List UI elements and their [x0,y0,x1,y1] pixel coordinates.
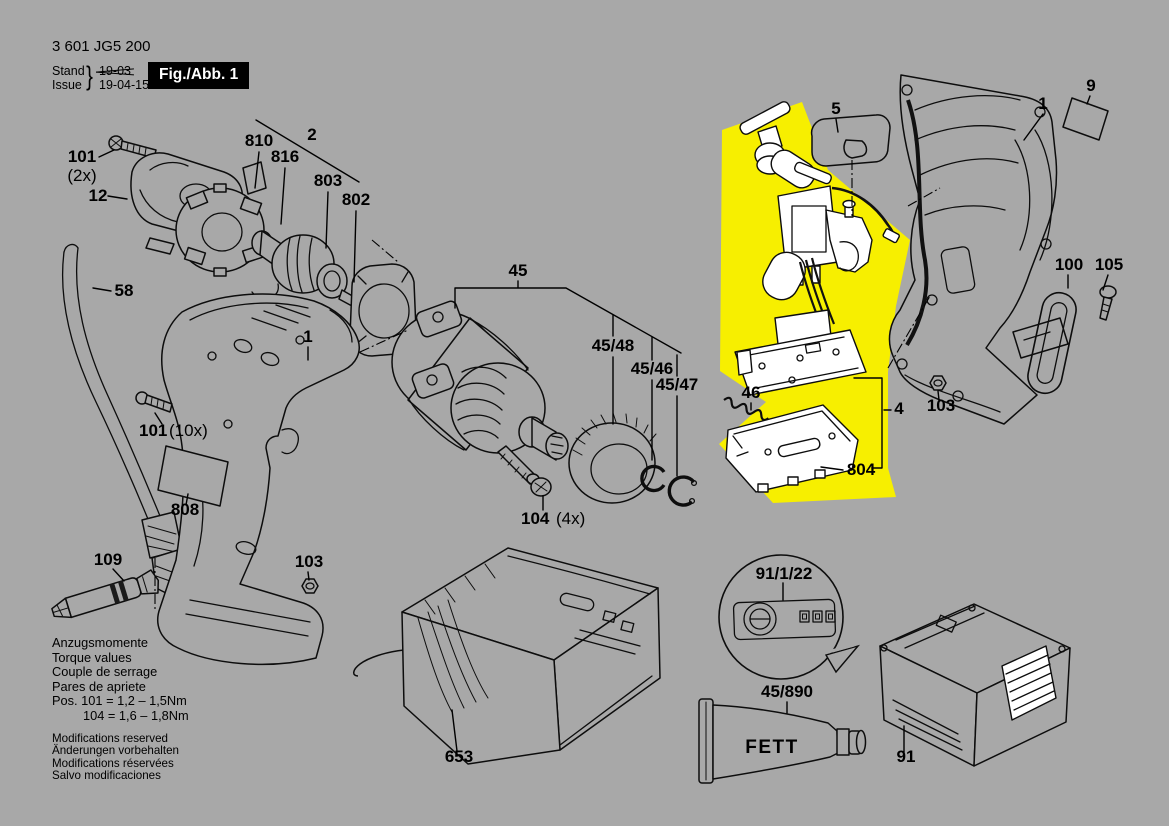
belt-clip-100 [1012,291,1077,395]
part-label-9: 9 [1086,76,1095,95]
part-label-2: 2 [307,125,316,144]
torque-note-line: Torque values [52,649,132,665]
leader-lines [92,95,1109,753]
modifications-line: Änderungen vorbehalten [52,744,179,758]
part-label-100: 100 [1055,255,1083,274]
screw-105 [1099,285,1117,321]
part-label-4: 4 [894,399,904,418]
part-label-810: 810 [245,131,273,150]
spring-46 [723,396,770,422]
part-label-58: 58 [115,281,134,300]
revision-dates: 19-03 19-04-15 [99,64,149,92]
document-part-number: 3 601 JG5 200 [52,38,151,55]
sticker-5 [810,114,891,167]
part-label-1-left: 1 [303,327,312,346]
part-labels: 810 816 2 803 802 101 (2x) 12 58 1 101 (… [67,76,1123,766]
part-label-45: 45 [509,261,528,280]
nut-103-right [929,375,947,391]
part-label-104: 104 [521,509,550,528]
revision-block: Stand Issue [52,64,85,92]
torque-note-line: Pares de apriete [52,678,146,694]
part-label-45-46: 45/46 [631,359,674,378]
modifications-line: Modifications réservées [52,756,174,770]
part-label-103-left: 103 [295,552,323,571]
armature-803 [251,230,357,307]
notes-block: Anzugsmomente Torque values Couple de se… [52,635,189,783]
part-label-5: 5 [831,99,840,118]
torque-value-line: Pos. 101 = 1,2 – 1,5Nm [52,693,187,709]
part-label-91: 91 [897,747,916,766]
part-label-104-qty: (4x) [556,509,585,528]
nut-103-left [301,578,319,594]
part-label-91-1-22: 91/1/22 [756,564,813,583]
part-label-1-right: 1 [1038,94,1047,113]
c-clip-45-46 [640,464,666,493]
screw-101-10x [135,391,173,413]
screw-101-2x [108,135,157,159]
housing-half-1 [888,74,1058,425]
part-label-45-48: 45/48 [592,336,635,355]
part-label-103-right: 103 [927,396,955,415]
torque-note-line: Couple de serrage [52,664,158,680]
torque-value-line: 104 = 1,6 – 1,8Nm [83,707,189,723]
modifications-line: Modifications reserved [52,731,168,745]
part-label-808: 808 [171,500,199,519]
issue-label: Issue [52,78,82,92]
screw-104-4x [497,445,552,497]
part-label-109: 109 [94,550,122,569]
issue-date: 19-04-15 [99,78,150,92]
stand-label: Stand [52,64,85,78]
part-label-802: 802 [342,190,370,209]
revision-brace: } [86,61,93,91]
battery-91 [879,603,1071,767]
part-label-803: 803 [314,171,342,190]
grease-tube-text: FETT [745,737,799,758]
highlight-region [719,102,910,503]
part-label-653: 653 [445,747,473,766]
part-label-45-47: 45/47 [656,375,699,394]
part-label-46: 46 [742,383,761,402]
sticker-9 [1062,97,1109,141]
detail-callout-91-1-22 [718,554,861,680]
nameplate-808 [157,445,229,507]
snap-ring-45-47 [667,475,698,507]
part-label-105: 105 [1095,255,1123,274]
grease-tube-45-890 [698,698,867,784]
figure-badge: Fig./Abb. 1 [148,62,250,89]
driver-bit-109 [51,569,160,619]
part-label-101b: 101 [139,421,167,440]
gearbox-45 [391,300,569,461]
part-label-45-890: 45/890 [761,682,813,701]
charger-653 [353,547,661,765]
brush-plate-810 [242,161,267,195]
torque-note-line: Anzugsmomente [52,635,149,650]
modifications-line: Salvo modificaciones [52,769,161,783]
part-label-816: 816 [271,147,299,166]
part-label-101b-qty: (10x) [169,421,208,440]
part-label-12: 12 [89,186,108,205]
part-label-101-qty: (2x) [67,166,96,185]
bearing-ring-802 [349,263,417,357]
superseded-date: 19-03 [99,64,131,78]
part-label-804: 804 [847,460,876,479]
modifications-note: Modifications reserved Änderungen vorbeh… [52,731,189,783]
base-plate-804 [725,404,859,493]
switch-assembly [734,101,900,396]
ring-nut-45-48 [568,412,657,504]
part-label-101: 101 [68,147,96,166]
